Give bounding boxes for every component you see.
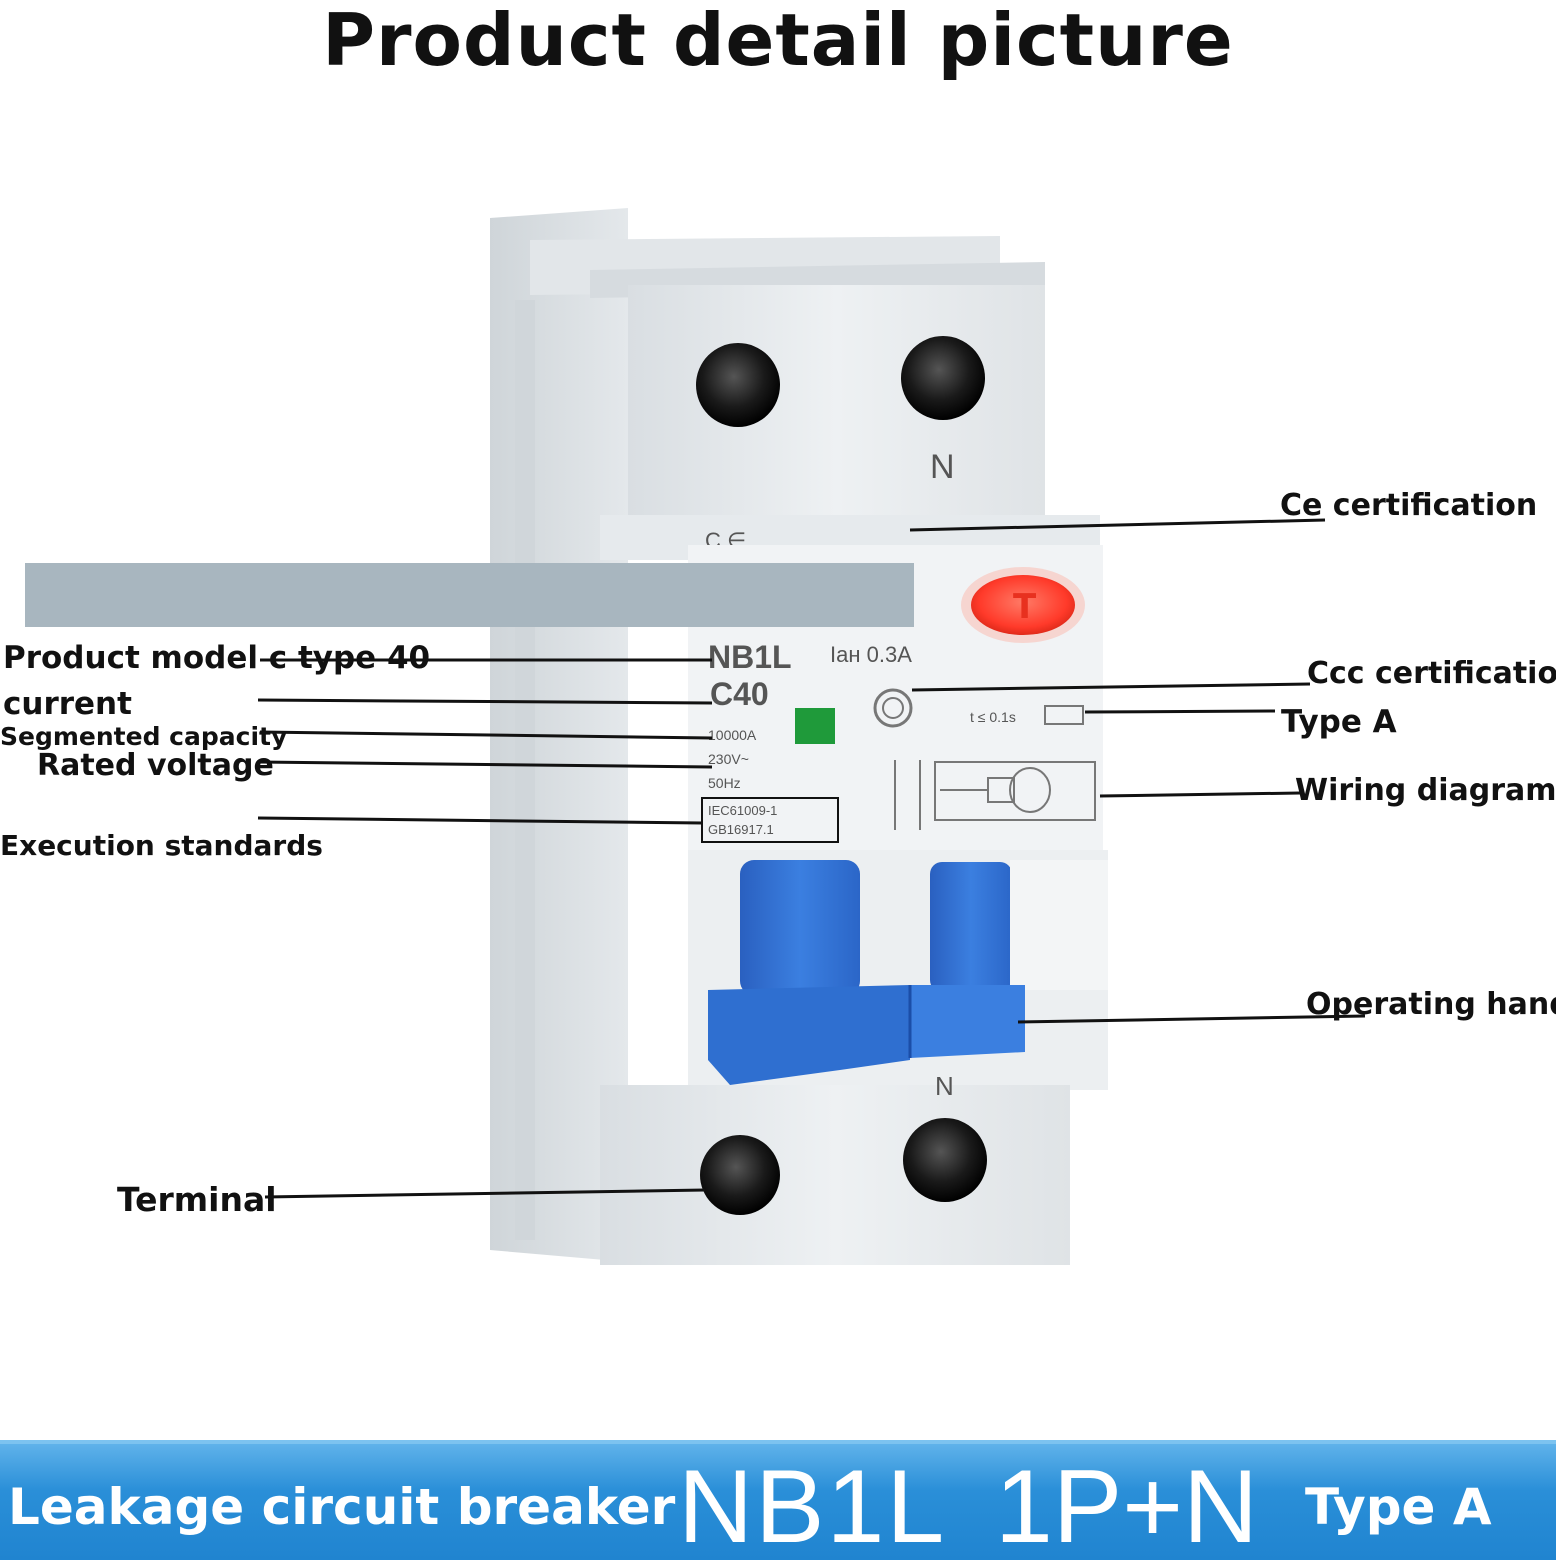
callout-terminal: Terminal	[117, 1180, 277, 1219]
callout-operating-handle: Operating handl	[1306, 987, 1556, 1022]
banner-type: Type A	[1305, 1478, 1492, 1536]
standards-box	[701, 797, 839, 843]
test-button-label: T	[1013, 587, 1037, 627]
wiring-diagram	[894, 760, 1096, 830]
callout-current: current	[3, 686, 132, 722]
bottom-terminal-screw-left	[700, 1135, 780, 1215]
device-model: NB1L	[708, 639, 792, 675]
callout-rated-voltage: Rated voltage	[37, 748, 274, 783]
test-button[interactable]	[971, 575, 1075, 635]
banner-poles: 1P+N	[995, 1449, 1259, 1565]
callout-ce-certification: Ce certification	[1280, 488, 1538, 523]
callout-lines	[257, 518, 1366, 1199]
breaker-top-section	[600, 285, 1100, 560]
type-a-symbol	[1044, 705, 1084, 725]
device-frequency: 50Hz	[708, 775, 741, 791]
device-breaking-capacity: 10000A	[708, 727, 757, 743]
device-rating: C40	[710, 676, 769, 712]
callout-segmented-capacity: Segmented capacity	[0, 722, 288, 751]
bottom-neutral-mark: N	[935, 1071, 954, 1101]
indicator-window	[795, 708, 835, 744]
top-neutral-mark: N	[930, 448, 955, 486]
bottom-terminal-screw-right	[903, 1118, 987, 1202]
device-trip-time: t ≤ 0.1s	[970, 709, 1016, 725]
top-terminal-screw-right	[901, 336, 985, 420]
callout-type-a: Type A	[1281, 704, 1397, 740]
device-residual-current: Iан 0.3A	[830, 642, 912, 667]
callout-wiring-diagram: Wiring diagram	[1295, 773, 1556, 808]
ccc-mark	[873, 688, 913, 728]
callout-product-model: Product model c type 40	[3, 640, 431, 676]
device-voltage: 230V~	[708, 751, 749, 767]
redaction-bar	[25, 563, 914, 627]
callout-ccc-certification: Ccc certification	[1307, 656, 1556, 691]
device-standard-1: IEC61009-1	[708, 803, 777, 818]
operating-handle[interactable]	[708, 860, 1108, 1085]
banner-model: NB1L	[678, 1449, 947, 1565]
product-banner	[0, 1440, 1556, 1560]
top-terminal-screw-left	[696, 343, 780, 427]
banner-product-name: Leakage circuit breaker	[8, 1478, 676, 1536]
page-title: Product detail picture	[322, 0, 1234, 82]
callout-execution-standards: Execution standards	[0, 829, 323, 862]
device-standard-2: GB16917.1	[708, 822, 774, 837]
